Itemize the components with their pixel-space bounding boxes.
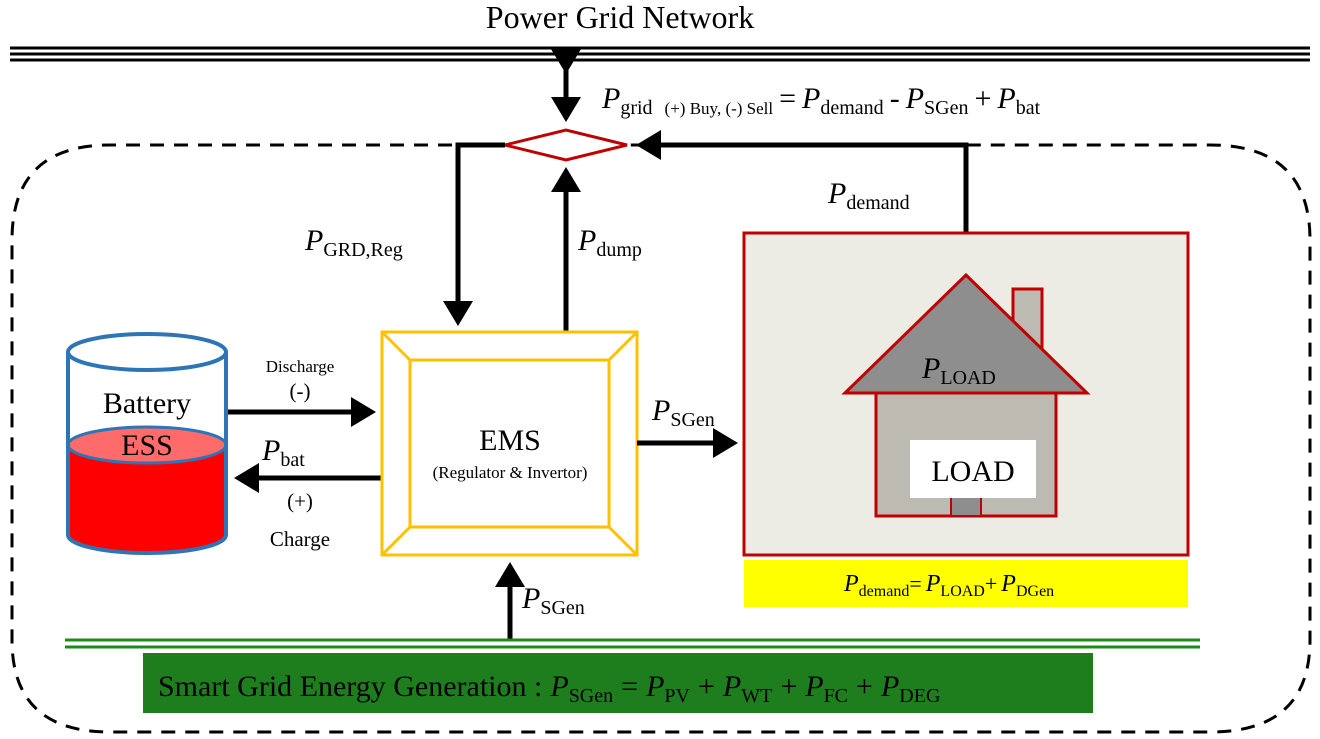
battery-subtitle: ESS [121,429,173,462]
generation-box [143,653,1093,713]
battery-title: Battery [103,387,191,420]
demand-arrow [635,130,969,233]
discharge-label: Discharge [266,357,335,376]
dump-label: Pdump [577,224,642,261]
sgen-load-label: PSGen [651,394,715,431]
demand-equation-box [744,560,1188,607]
load-roof-label: PLOAD [921,352,996,389]
grd-reg-arrow [443,142,505,327]
grid-equation: Pgrid(+) Buy, (-) Sell=Pdemand-PSGen+Pba… [601,82,1041,119]
system-boundary [10,143,1312,734]
generation-equation: Smart Grid Energy Generation :PSGen=PPV+… [158,670,940,707]
discharge-sign: (-) [290,379,311,403]
bat-label: Pbat [261,434,305,471]
battery-ess [66,332,228,555]
charge-sign: (+) [287,489,313,513]
ems-title: EMS [479,424,541,457]
demand-equation: Pdemand=PLOAD+PDGen [843,571,1054,600]
generation-bus-lines [65,638,1200,649]
charge-label: Charge [270,527,330,551]
ems-subtitle: (Regulator & Invertor) [433,463,588,482]
house-icon [841,272,1091,518]
ems-box [380,330,639,557]
grd-reg-label: PGRD,Reg [304,224,403,261]
diagram-title: Power Grid Network [486,0,754,35]
load-label: LOAD [931,455,1014,488]
summing-node [504,128,628,162]
grid-bus-lines [10,46,1310,62]
sgen-ems-label: PSGen [521,582,585,619]
demand-label: Pdemand [827,177,910,214]
